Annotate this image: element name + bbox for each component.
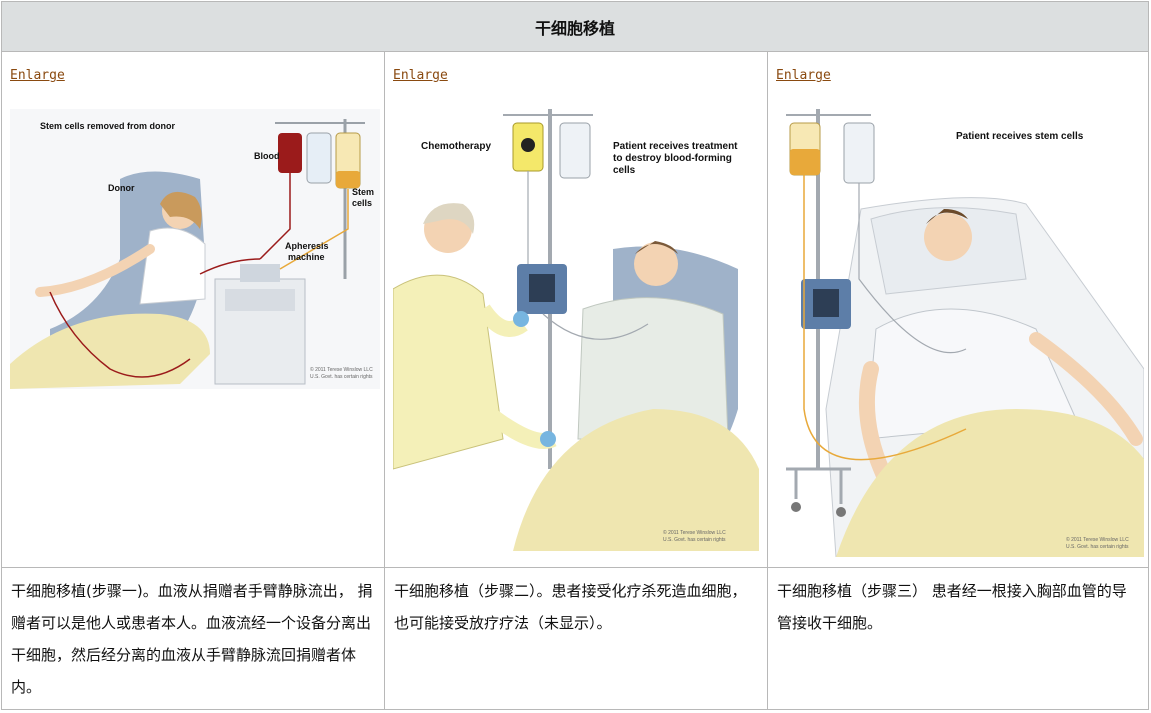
image-cell-step-3: Enlarge (768, 52, 1148, 568)
label-donor: Donor (108, 183, 135, 193)
enlarge-link-step-1[interactable]: Enlarge (10, 68, 65, 83)
label-apheresis: Apheresis (285, 241, 329, 251)
label-treatment-2: to destroy blood-forming (613, 153, 732, 164)
label-title: Stem cells removed from donor (40, 121, 176, 131)
label-treatment-3: cells (613, 165, 636, 176)
table-header: 干细胞移植 (2, 2, 1148, 52)
illustration-chemotherapy[interactable]: Chemotherapy Patient receives treatment … (393, 109, 759, 551)
caption-step-3: 干细胞移植（步骤三） 患者经一根接入胸部血管的导管接收干细胞。 (777, 582, 1127, 632)
label-blood: Blood (254, 151, 280, 161)
label-title: Patient receives stem cells (956, 131, 1084, 142)
label-copyright: © 2011 Terese Winslow LLC (1066, 536, 1129, 543)
image-cell-step-1: Enlarge (2, 52, 384, 568)
table-title: 干细胞移植 (534, 18, 615, 38)
panel-step-2: Enlarge (385, 52, 768, 709)
panel-step-3: Enlarge (768, 52, 1148, 709)
illustration-stem-cell-infusion[interactable]: Patient receives stem cells © 2011 Teres… (776, 109, 1144, 557)
label-gov: U.S. Govt. has certain rights (1066, 544, 1129, 550)
panel-step-1: Enlarge (2, 52, 385, 709)
caption-step-2: 干细胞移植（步骤二）。患者接受化疗杀死造血细胞，也可能接受放疗疗法（未显示）。 (394, 582, 747, 632)
label-treatment-1: Patient receives treatment (613, 141, 738, 152)
label-cells: cells (352, 198, 372, 208)
label-copyright: © 2011 Terese Winslow LLC (663, 529, 726, 536)
enlarge-link-step-3[interactable]: Enlarge (776, 68, 831, 83)
label-machine: machine (288, 252, 325, 262)
label-stem: Stem (352, 187, 374, 197)
label-gov: U.S. Govt. has certain rights (310, 374, 373, 380)
caption-step-1: 干细胞移植(步骤一)。血液从捐赠者手臂静脉流出， 捐赠者可以是他人或患者本人。血… (11, 582, 373, 696)
label-gov: U.S. Govt. has certain rights (663, 537, 726, 543)
illustration-donor-apheresis[interactable]: Stem cells removed from donor Donor Bloo… (10, 109, 380, 389)
label-copyright: © 2011 Terese Winslow LLC (310, 366, 373, 373)
label-chemotherapy: Chemotherapy (421, 141, 491, 152)
image-cell-step-2: Enlarge (385, 52, 767, 568)
enlarge-link-step-2[interactable]: Enlarge (393, 68, 448, 83)
